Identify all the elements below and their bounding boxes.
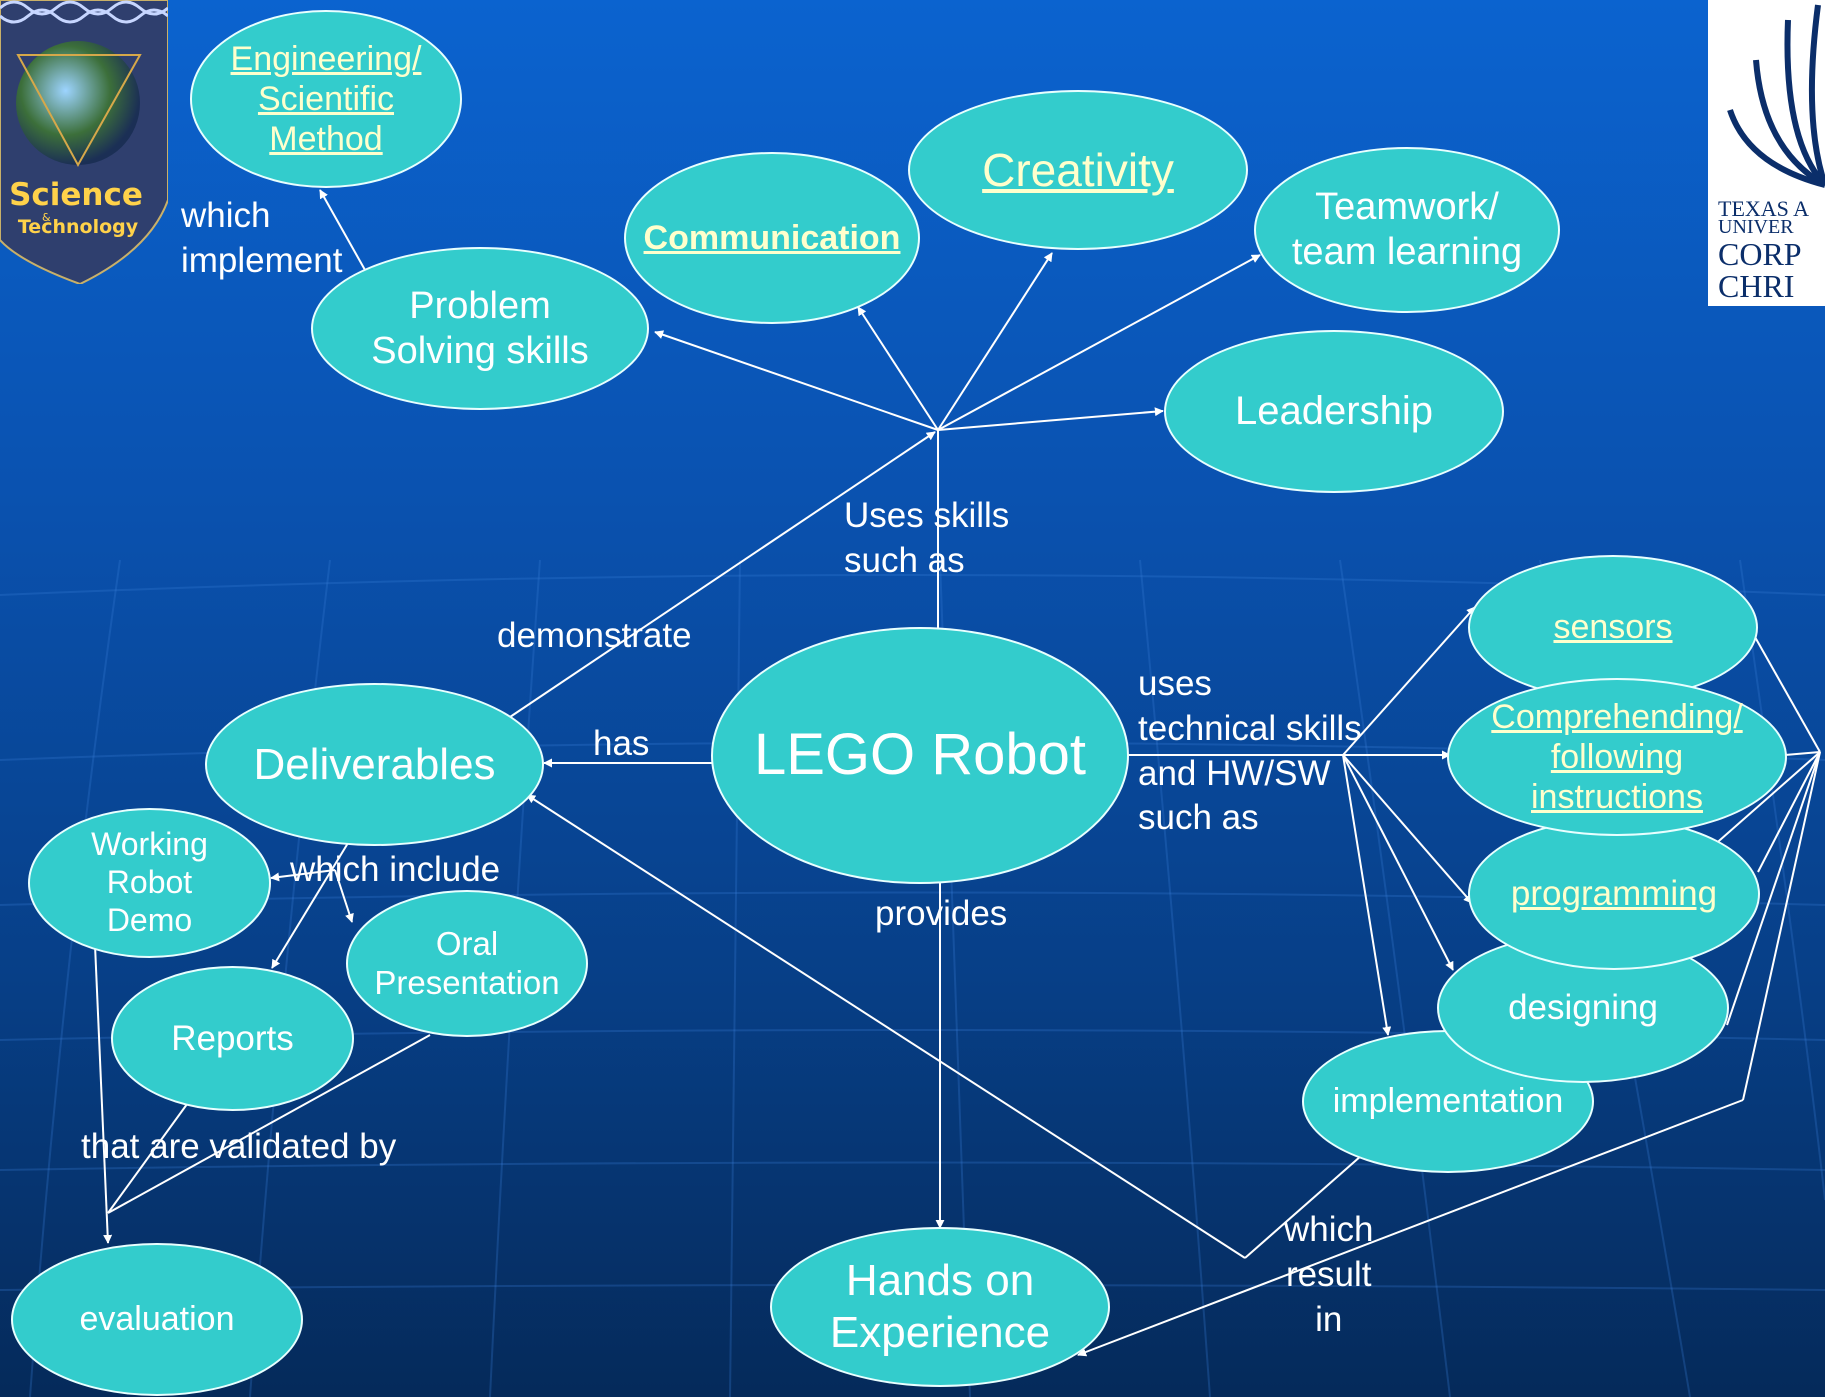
label-which-include: which include	[290, 850, 501, 889]
edge-tech-implementation	[1342, 754, 1392, 1036]
edge-comprehending-merge	[1784, 751, 1821, 756]
node-leadership: Leadership	[1164, 330, 1504, 493]
edge-hub-leadership	[937, 407, 1164, 431]
label-demonstrate: demonstrate	[497, 616, 692, 655]
node-engineering-scientific-method[interactable]: Engineering/ Scientific Method	[190, 10, 462, 188]
edge-deliverables-demonstrate	[509, 431, 936, 718]
label-uses-technical-skills: uses technical skills and HW/SW such as	[1138, 664, 1362, 838]
edge-merge-down	[1742, 751, 1821, 1101]
edge-tech-designing	[1342, 754, 1454, 971]
edge-oral-evaluation	[107, 1034, 431, 1214]
node-teamwork: Teamwork/ team learning	[1254, 147, 1560, 313]
edge-result-deliverables	[526, 794, 1246, 1259]
edge-hub-creativity	[937, 252, 1053, 431]
node-comprehending-instructions[interactable]: Comprehending/ following instructions	[1447, 678, 1787, 836]
edge-tech-programming	[1342, 754, 1473, 904]
label-which-result-in: which result in	[1284, 1210, 1374, 1339]
label-provides: provides	[875, 894, 1008, 933]
logo-text-line1: TEXAS A	[1718, 196, 1810, 221]
node-oral-presentation: Oral Presentation	[346, 890, 588, 1037]
edge-hub-problem-solving	[654, 330, 939, 431]
edge-include-working-demo	[270, 869, 336, 882]
label-which-implement: which implement	[181, 196, 343, 280]
node-communication[interactable]: Communication	[624, 152, 920, 324]
edge-hub-communication	[857, 306, 939, 431]
node-evaluation: evaluation	[11, 1243, 303, 1396]
edge-tech-sensors	[1342, 606, 1476, 756]
university-emblem-icon	[1727, 4, 1825, 188]
edge-result-hands-on	[1077, 1099, 1744, 1357]
logo-text-line2: UNIVER	[1718, 216, 1794, 238]
node-lego-robot: LEGO Robot	[711, 627, 1129, 884]
node-problem-solving: Problem Solving skills	[311, 247, 649, 410]
edge-sensors-merge	[1754, 636, 1821, 753]
edge-include-reports	[271, 842, 349, 969]
node-sensors[interactable]: sensors	[1468, 555, 1758, 700]
edge-include-oral	[334, 869, 354, 923]
tamucc-logo: TEXAS A UNIVER CORP CHRI	[1708, 0, 1825, 306]
node-hands-on-experience: Hands on Experience	[770, 1227, 1110, 1387]
logo-text-line3: CORP	[1718, 236, 1802, 272]
edge-hub-teamwork	[937, 254, 1261, 431]
science-technology-logo: Science & Technology	[0, 0, 168, 284]
edge-reports-evaluation	[107, 1099, 191, 1214]
edge-programming-merge	[1757, 751, 1821, 873]
svg-text:&: &	[42, 211, 51, 224]
node-working-robot-demo: Working Robot Demo	[28, 808, 271, 958]
label-validated-by: that are validated by	[81, 1127, 397, 1166]
node-deliverables: Deliverables	[205, 683, 544, 846]
edge-demo-evaluation	[94, 944, 113, 1244]
node-reports: Reports	[111, 966, 354, 1111]
label-uses-skills: Uses skills such as	[844, 496, 1010, 580]
edge-designing-merge	[1726, 751, 1821, 1026]
label-has: has	[593, 724, 650, 763]
node-creativity[interactable]: Creativity	[908, 90, 1248, 250]
node-programming[interactable]: programming	[1468, 818, 1760, 970]
edge-problem-solving-engineering	[319, 189, 366, 271]
logo-text-line4: CHRI	[1718, 268, 1795, 304]
svg-text:Technology: Technology	[18, 216, 139, 238]
svg-text:Science: Science	[9, 177, 143, 213]
